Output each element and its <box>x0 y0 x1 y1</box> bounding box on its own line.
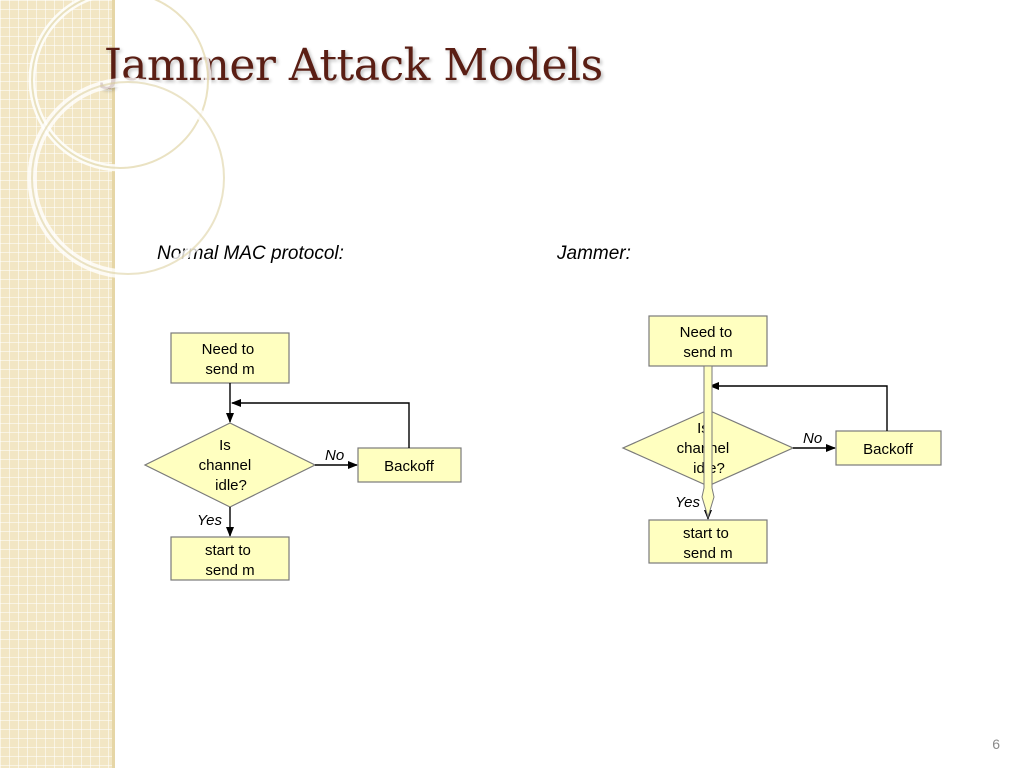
slide-title: Jammer Attack Models <box>104 40 603 91</box>
page-number: 6 <box>992 736 1000 752</box>
normal-need-text: Need to send m <box>202 341 259 378</box>
jammer-need-text: Need to send m <box>680 324 737 361</box>
normal-start-text: start to send m <box>205 542 255 579</box>
normal-backoff-text: Backoff <box>384 458 435 475</box>
normal-arrow-backoff-loop <box>231 399 410 448</box>
normal-decision-text: Is channel idle? <box>199 437 256 494</box>
jammer-no-label: No <box>803 430 822 447</box>
normal-backoff-box <box>357 447 462 483</box>
jammer-flowchart: Need to send m Is channel idle? No Backo… <box>621 315 942 564</box>
normal-caption: Normal MAC protocol: <box>157 243 344 264</box>
jammer-bypass-bar <box>701 365 715 519</box>
normal-yes-label: Yes <box>197 512 223 529</box>
decorative-circles <box>27 0 229 279</box>
jammer-start-text: start to send m <box>683 525 733 562</box>
jammer-need-box <box>648 315 768 367</box>
normal-flowchart: Need to send m Is channel idle? No Backo… <box>143 332 462 581</box>
jammer-backoff-box <box>835 430 942 466</box>
jammer-start-box <box>648 519 768 564</box>
normal-start-box <box>170 536 290 581</box>
jammer-caption: Jammer: <box>557 243 631 264</box>
jammer-arrow-backoff-loop <box>709 382 888 431</box>
jammer-backoff-text: Backoff <box>863 441 914 458</box>
normal-no-label: No <box>325 447 344 464</box>
sidebar-edge <box>112 0 115 768</box>
jammer-yes-label: Yes <box>675 494 701 511</box>
decorative-sidebar <box>0 0 112 768</box>
